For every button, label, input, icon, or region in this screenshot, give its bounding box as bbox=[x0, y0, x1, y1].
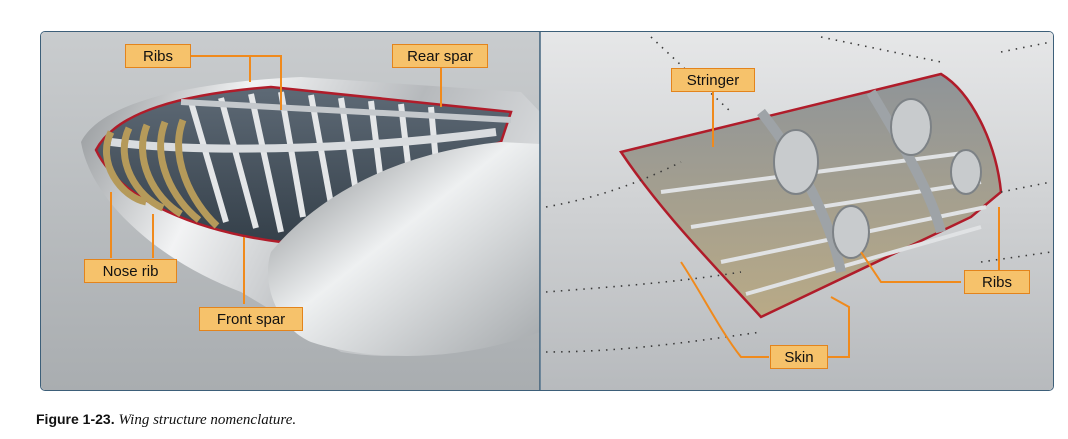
figure-frame: Ribs Rear spar Nose rib Front spar Strin… bbox=[40, 31, 1054, 391]
left-wing-flap-surface bbox=[267, 142, 540, 356]
callout-front-spar: Front spar bbox=[199, 307, 303, 331]
right-leader-lines bbox=[680, 92, 1000, 358]
nose-ribs bbox=[103, 118, 220, 229]
figure-number: Figure 1-23. bbox=[36, 411, 115, 427]
right-ribs bbox=[757, 89, 982, 273]
right-panel bbox=[541, 32, 1053, 390]
left-panel bbox=[41, 32, 540, 390]
figure-caption: Figure 1-23. Wing structure nomenclature… bbox=[36, 411, 296, 429]
callout-rear-spar: Rear spar bbox=[392, 44, 488, 68]
callout-skin: Skin bbox=[770, 345, 828, 369]
callout-ribs-right: Ribs bbox=[964, 270, 1030, 294]
callout-stringer: Stringer bbox=[671, 68, 755, 92]
rivet-lines bbox=[545, 36, 1052, 353]
front-spar-member bbox=[110, 128, 497, 153]
rear-spar-member bbox=[180, 99, 512, 123]
left-leader-lines bbox=[110, 55, 442, 304]
figure-title: Wing structure nomenclature. bbox=[118, 412, 297, 428]
wing-illustration bbox=[41, 32, 1053, 390]
callout-ribs-left: Ribs bbox=[125, 44, 191, 68]
callout-nose-rib: Nose rib bbox=[84, 259, 177, 283]
